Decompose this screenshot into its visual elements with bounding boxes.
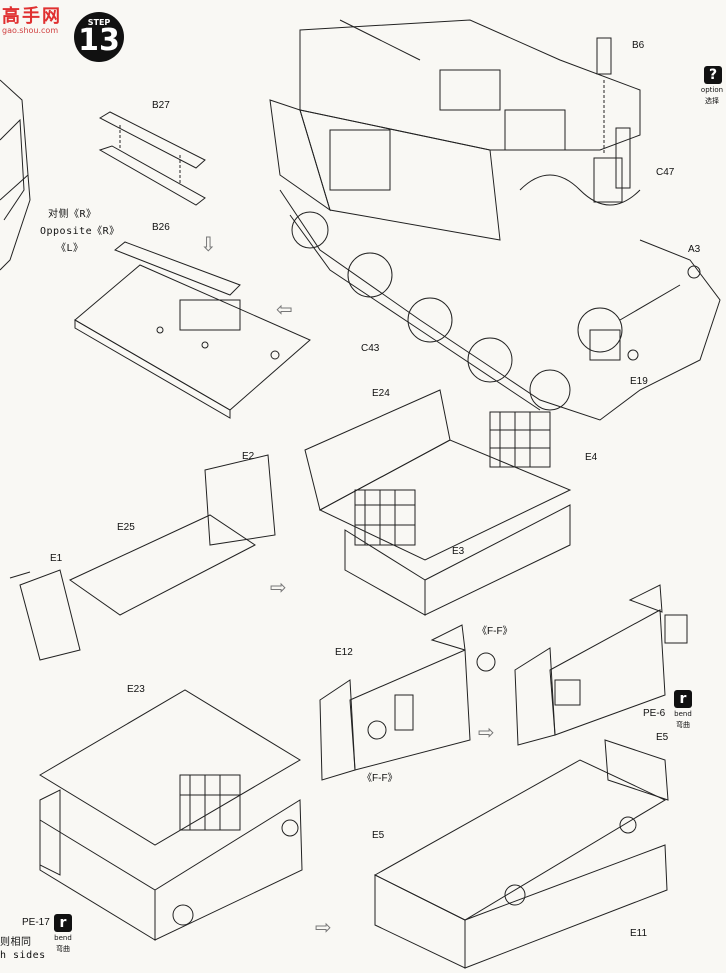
- bend-label-en: bend: [674, 710, 692, 718]
- bend-icon: r: [54, 914, 72, 932]
- flow-arrow-icon: ⇩: [200, 232, 217, 256]
- part-label-e5-right: E5: [656, 732, 669, 743]
- opposite-note-l: 《L》: [56, 243, 84, 254]
- part-label-ff-bottom: 《F-F》: [362, 773, 398, 784]
- box-e5-assembly: [373, 739, 669, 969]
- part-label-e4: E4: [585, 452, 598, 463]
- step-badge: STEP 13: [74, 12, 124, 62]
- plate-assembly: [74, 241, 311, 419]
- opposite-note-cn: 对侧《R》: [48, 209, 97, 220]
- bend-icon: r: [674, 690, 692, 708]
- part-label-e1: E1: [50, 553, 63, 564]
- part-label-c43: C43: [361, 343, 380, 354]
- vehicle-assembly: [269, 19, 721, 421]
- part-label-pe6: PE-6: [643, 708, 666, 719]
- part-label-pe17: PE-17: [22, 917, 50, 928]
- part-label-e24: E24: [372, 388, 390, 399]
- part-label-e23: E23: [127, 684, 145, 695]
- both-sides-note-en: h sides: [0, 950, 46, 961]
- opposite-note-en: Opposite《R》: [40, 226, 120, 237]
- bend-label-cn: 弯曲: [56, 945, 70, 953]
- panel-pe6-assembly: [514, 584, 688, 746]
- site-watermark: 高手网 gao.shou.com: [2, 2, 62, 35]
- panel-e12-assembly: [319, 624, 496, 781]
- part-b27-b26: [98, 111, 206, 206]
- part-label-e25: E25: [117, 522, 135, 533]
- part-label-e2: E2: [242, 451, 255, 462]
- part-label-e3: E3: [452, 546, 465, 557]
- flow-arrow-icon: ⇦: [276, 297, 293, 321]
- option-label-cn: 选择: [705, 97, 719, 105]
- flow-arrow-icon: ⇨: [478, 720, 495, 744]
- part-label-c47: C47: [656, 167, 675, 178]
- both-sides-note-cn: 则相同: [0, 937, 32, 948]
- step-label: STEP: [87, 18, 111, 27]
- bend-label-cn: 弯曲: [676, 721, 690, 729]
- option-label-en: option: [700, 86, 724, 94]
- part-label-e5-left: E5: [372, 830, 385, 841]
- left-partial-hull: [0, 79, 31, 271]
- box-e23-assembly: [39, 689, 303, 941]
- step-number: 13: [78, 23, 120, 58]
- part-label-e11: E11: [630, 928, 648, 939]
- part-label-ff-top: 《F-F》: [477, 626, 513, 637]
- watermark-url: gao.shou.com: [2, 26, 59, 35]
- part-label-b6: B6: [632, 40, 645, 51]
- watermark-text: 高手网: [2, 6, 62, 27]
- option-icon: ?: [704, 66, 722, 84]
- part-label-e19: E19: [630, 376, 648, 387]
- part-label-b26: B26: [152, 222, 170, 233]
- flow-arrow-icon: ⇨: [315, 915, 332, 939]
- part-label-e12: E12: [335, 647, 353, 658]
- flow-arrow-icon: ⇨: [270, 575, 287, 599]
- part-label-a3: A3: [688, 244, 701, 255]
- box-e24-assembly: [304, 389, 572, 616]
- bend-label-en: bend: [54, 934, 72, 942]
- floor-e25-assembly: [9, 454, 276, 661]
- part-label-b27: B27: [152, 100, 170, 111]
